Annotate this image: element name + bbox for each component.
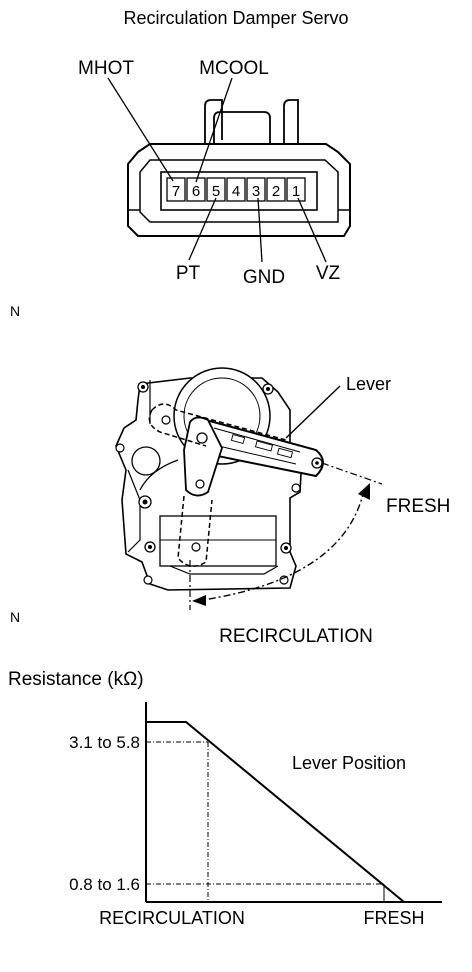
leader-gnd (257, 197, 263, 263)
leader-mhot (107, 77, 174, 182)
marker-n-2: N (10, 609, 20, 625)
label-lever: Lever (346, 374, 391, 394)
connector-lock-tab-left (204, 99, 223, 150)
leader-lever (285, 385, 341, 439)
pin-4: 4 (232, 183, 240, 200)
x-label-fresh: FRESH (363, 908, 424, 928)
connector-lock-tab-right (283, 99, 299, 150)
travel-arc (195, 489, 365, 602)
pin-7: 7 (172, 183, 180, 200)
pin-2: 2 (272, 183, 280, 200)
connector-housing-inner (139, 159, 339, 223)
x-label-recirculation: RECIRCULATION (99, 908, 245, 928)
leader-mcool (195, 77, 233, 183)
y-label-lower: 0.8 to 1.6 (69, 875, 140, 894)
screw-heads (115, 381, 301, 585)
pin-5: 5 (212, 183, 220, 200)
pin-3: 3 (252, 183, 260, 200)
servo-diagram: Lever FRESH RECIRCULATION (115, 367, 450, 647)
pin-1: 1 (292, 183, 300, 200)
leader-pt (188, 197, 217, 261)
y-label-upper: 3.1 to 5.8 (69, 733, 140, 752)
marker-n-1: N (10, 303, 20, 319)
callout-mhot: MHOT (78, 58, 134, 79)
leader-vz (297, 197, 327, 263)
callout-pt: PT (176, 263, 201, 284)
callout-mcool: MCOOL (199, 58, 269, 79)
connector-title: Recirculation Damper Servo (123, 8, 348, 28)
label-recirculation: RECIRCULATION (219, 626, 373, 647)
pin-6: 6 (192, 183, 200, 200)
callout-vz: VZ (316, 263, 341, 284)
centerline-fresh (321, 462, 383, 485)
graph-y-title: Resistance (kΩ) (8, 669, 144, 690)
resistance-curve (146, 721, 405, 903)
callout-gnd: GND (243, 267, 285, 288)
resistance-graph: Resistance (kΩ) 3.1 to 5.8 0.8 to 1.6 Le… (8, 669, 442, 928)
connector-diagram: Recirculation Damper Servo 7 6 5 4 3 2 1 (78, 8, 351, 288)
arrow-recirculation (192, 595, 206, 606)
lever-ghost-positions (148, 403, 287, 567)
pin-cells (166, 177, 306, 202)
label-fresh: FRESH (386, 496, 450, 517)
connector-lock-tab-center (213, 111, 271, 150)
graph-caption: Lever Position (292, 753, 406, 773)
servo-pivot-arm (183, 416, 223, 497)
arrow-fresh (358, 483, 370, 500)
